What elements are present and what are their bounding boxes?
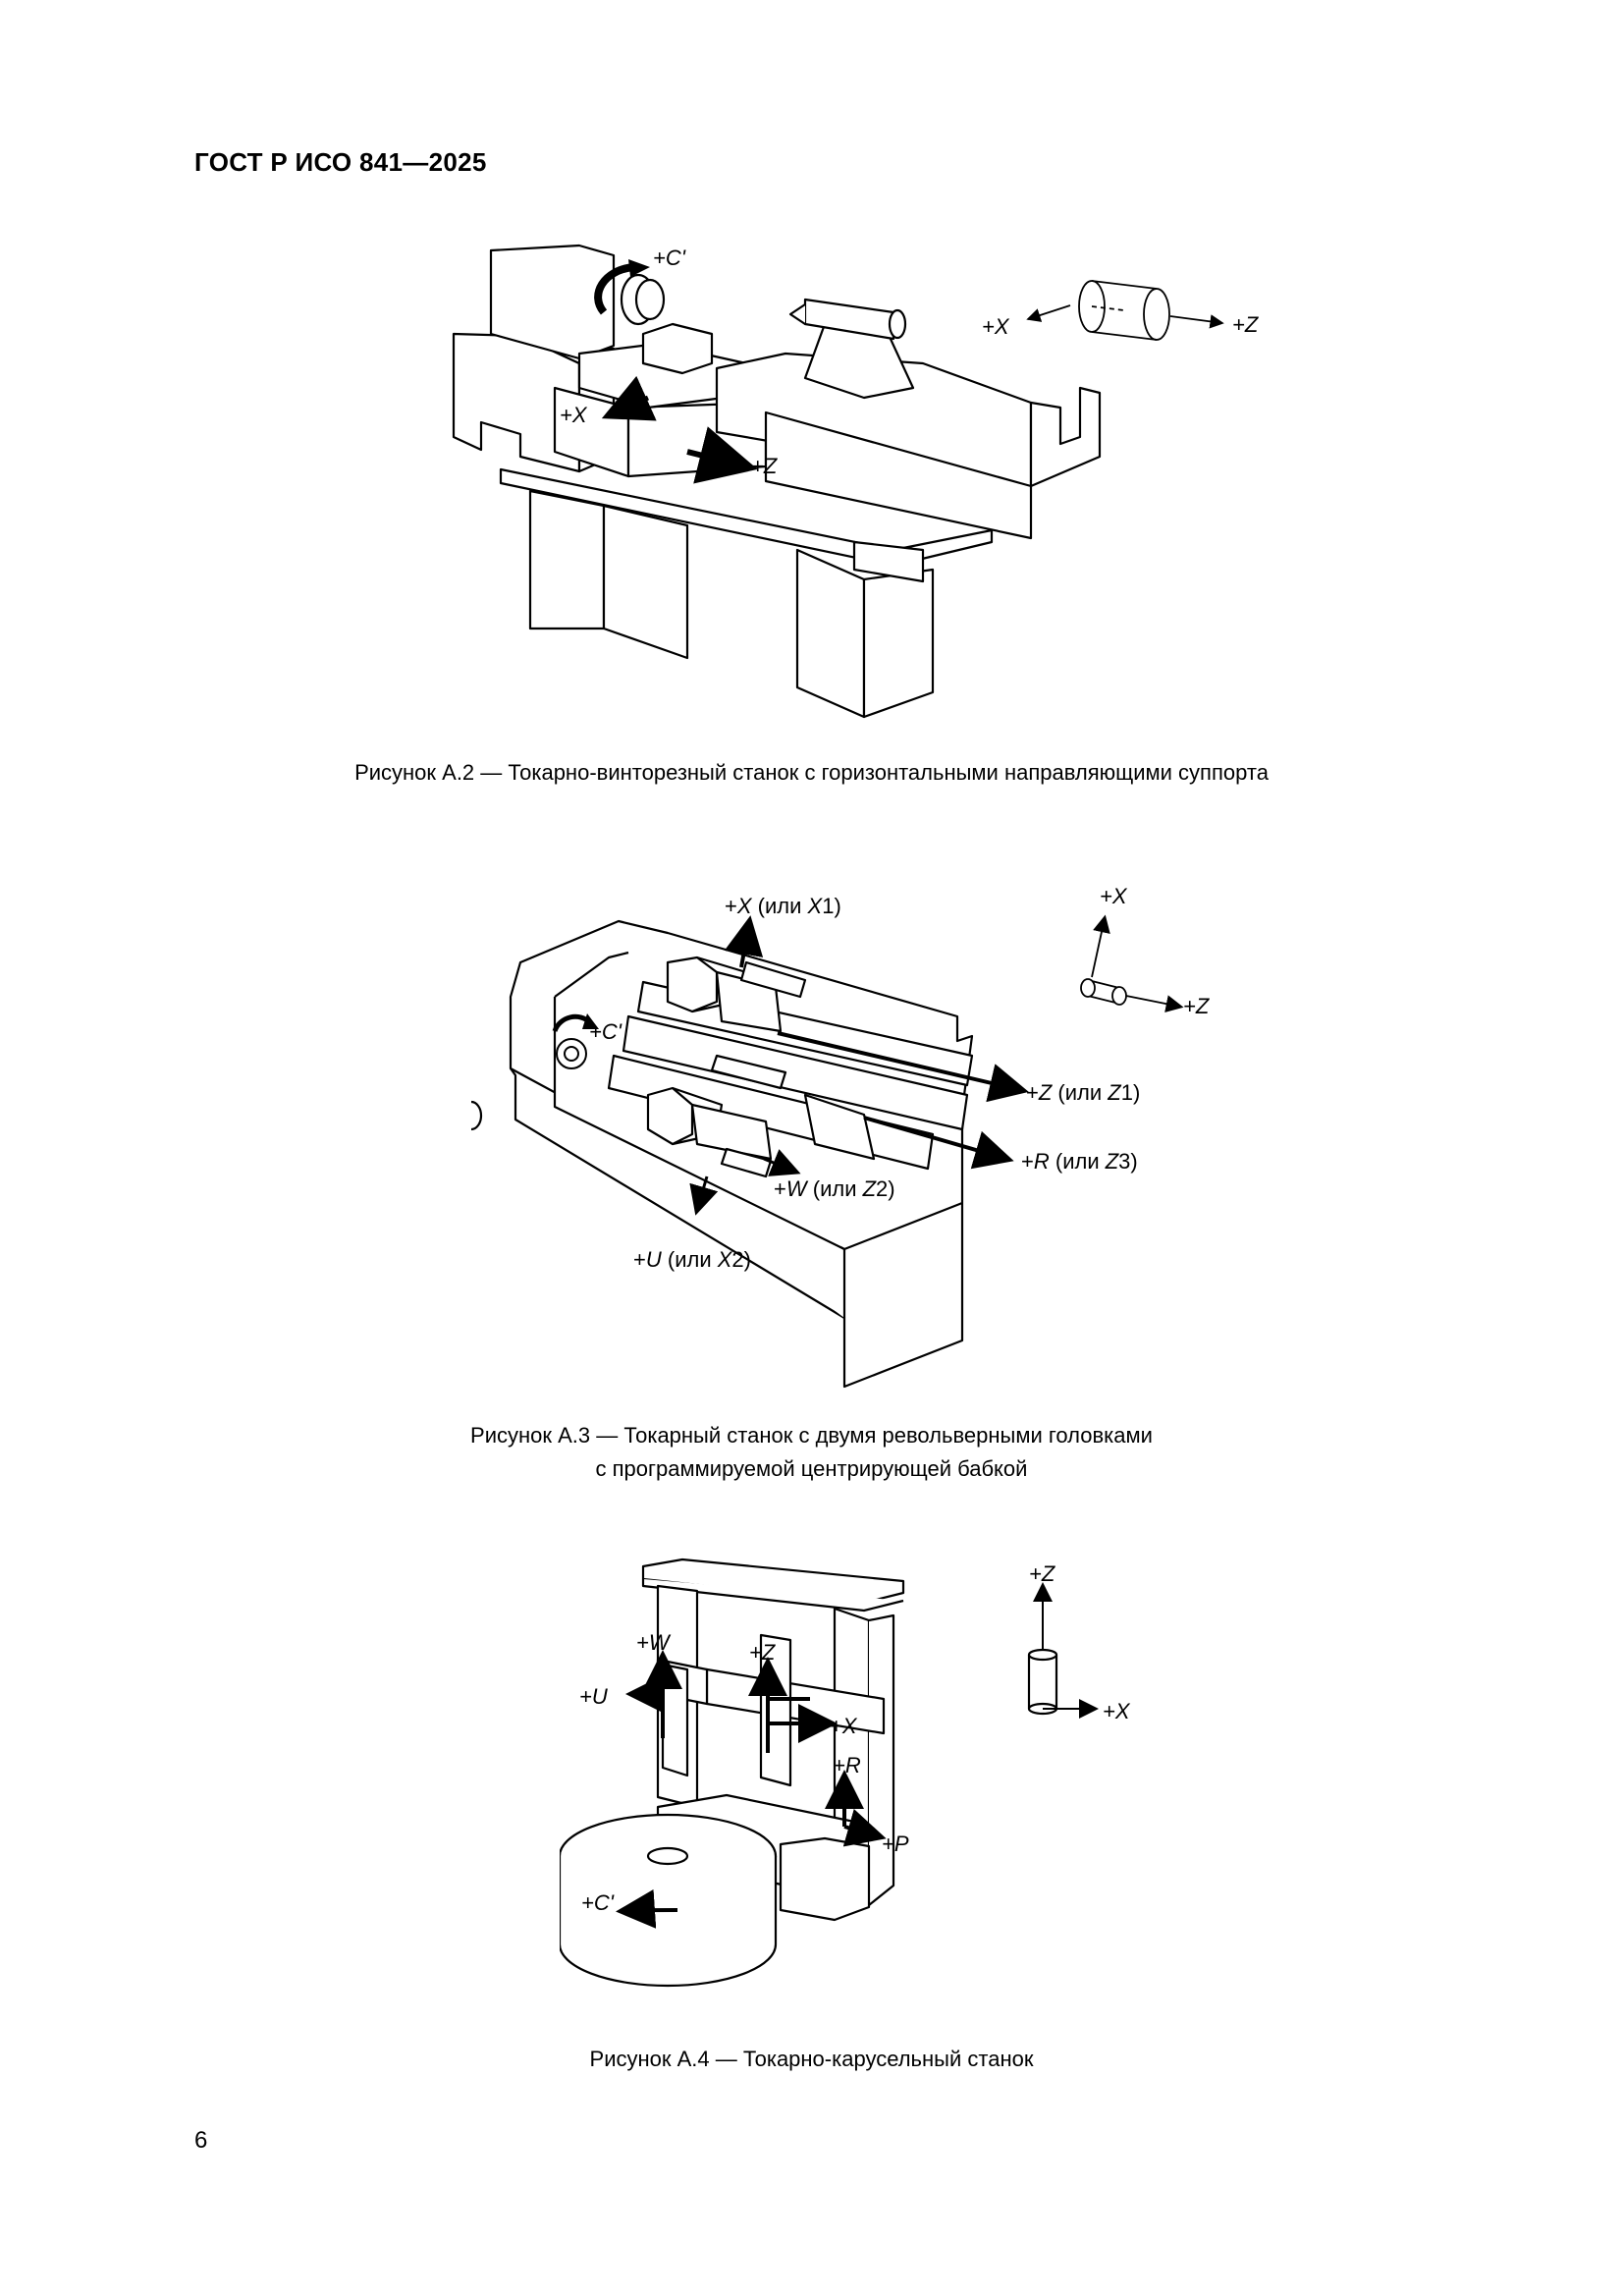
label-z-z1: +Z (или Z1)	[1026, 1080, 1140, 1105]
label-u: +U	[579, 1684, 608, 1709]
axis-z-label: +Z	[1029, 1561, 1056, 1586]
label-p: +P	[882, 1831, 909, 1856]
label-x: +X	[830, 1714, 858, 1738]
label-x-x1: +X (или X1)	[725, 894, 841, 918]
figure-a3-caption-line1: Рисунок А.3 — Токарный станок с двумя ре…	[470, 1423, 1153, 1448]
figure-a4-vertical-lathe: +W +Z +U +X +R +P +C' +Z +X	[560, 1558, 1131, 1988]
label-c-prime: +C'	[653, 246, 686, 270]
axis-z-label: +Z	[1183, 994, 1211, 1018]
axis-z-label: +Z	[1232, 312, 1260, 337]
label-c-prime: +C'	[589, 1019, 622, 1044]
figure-a4-caption: Рисунок А.4 — Токарно-карусельный станок	[589, 2047, 1034, 2071]
figure-a2-caption: Рисунок А.2 — Токарно-винторезный станок…	[354, 760, 1269, 785]
figure-a3-caption-line2: с программируемой центрирующей бабкой	[595, 1456, 1028, 1481]
label-c-prime: +C'	[581, 1890, 615, 1915]
label-w: +W	[636, 1630, 672, 1655]
label-z-machine: +Z	[751, 454, 779, 478]
label-r: +R	[833, 1753, 861, 1777]
axis-x-label: +X	[982, 314, 1010, 339]
label-x-machine: +X	[560, 403, 588, 427]
axis-x-label: +X	[1100, 884, 1128, 908]
axis-x-label: +X	[1103, 1699, 1131, 1723]
page-number: 6	[194, 2127, 208, 2154]
label-r-z3: +R (или Z3)	[1021, 1149, 1138, 1174]
figure-a3-twin-turret-lathe: +X (или X1) +C' +Z (или Z1) +R (или Z3) …	[471, 884, 1211, 1389]
label-z: +Z	[749, 1640, 777, 1665]
figure-a2-lathe: +C' +X +Z +X +Z	[452, 244, 1260, 719]
label-w-z2: +W (или Z2)	[774, 1176, 895, 1201]
document-header: ГОСТ Р ИСО 841—2025	[194, 147, 487, 177]
label-u-x2: +U (или X2)	[633, 1247, 751, 1272]
